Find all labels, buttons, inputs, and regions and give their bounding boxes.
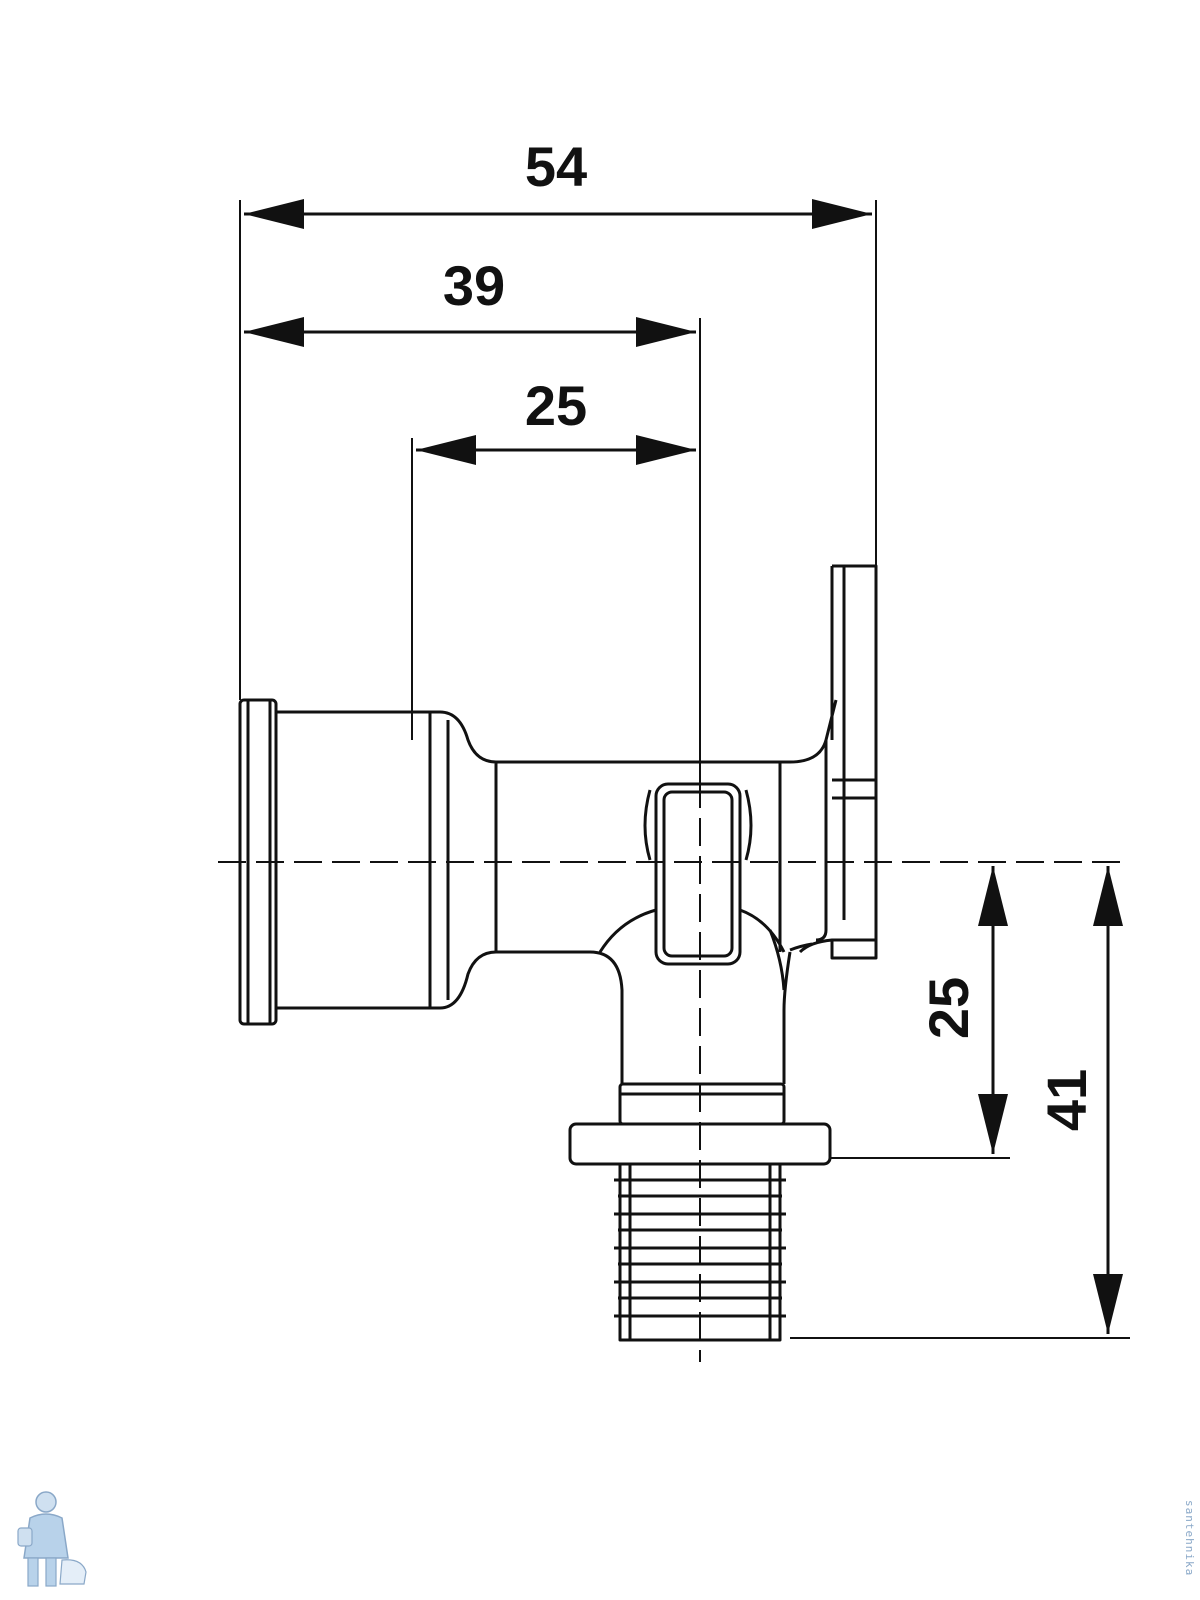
left-socket bbox=[276, 710, 498, 1010]
dim-label-54: 54 bbox=[525, 135, 587, 198]
dim-label-25-horizontal: 25 bbox=[525, 374, 587, 437]
centerlines bbox=[218, 780, 1130, 1362]
valve-square bbox=[654, 782, 742, 966]
watermark-text: santehnika bbox=[1183, 1500, 1196, 1576]
dim-label-39: 39 bbox=[443, 254, 505, 317]
watermark-logo bbox=[17, 1491, 87, 1587]
neck-ring bbox=[618, 1082, 786, 1126]
extension-lines bbox=[239, 200, 1130, 1339]
dim-label-25-vertical: 25 bbox=[917, 977, 980, 1039]
branch-shoulder-right bbox=[739, 908, 786, 953]
main-body bbox=[496, 699, 838, 764]
mounting-plate bbox=[798, 564, 878, 960]
dim-label-41: 41 bbox=[1035, 1069, 1098, 1131]
branch-shoulder-left bbox=[598, 908, 657, 953]
fitting-outline bbox=[238, 564, 878, 1342]
